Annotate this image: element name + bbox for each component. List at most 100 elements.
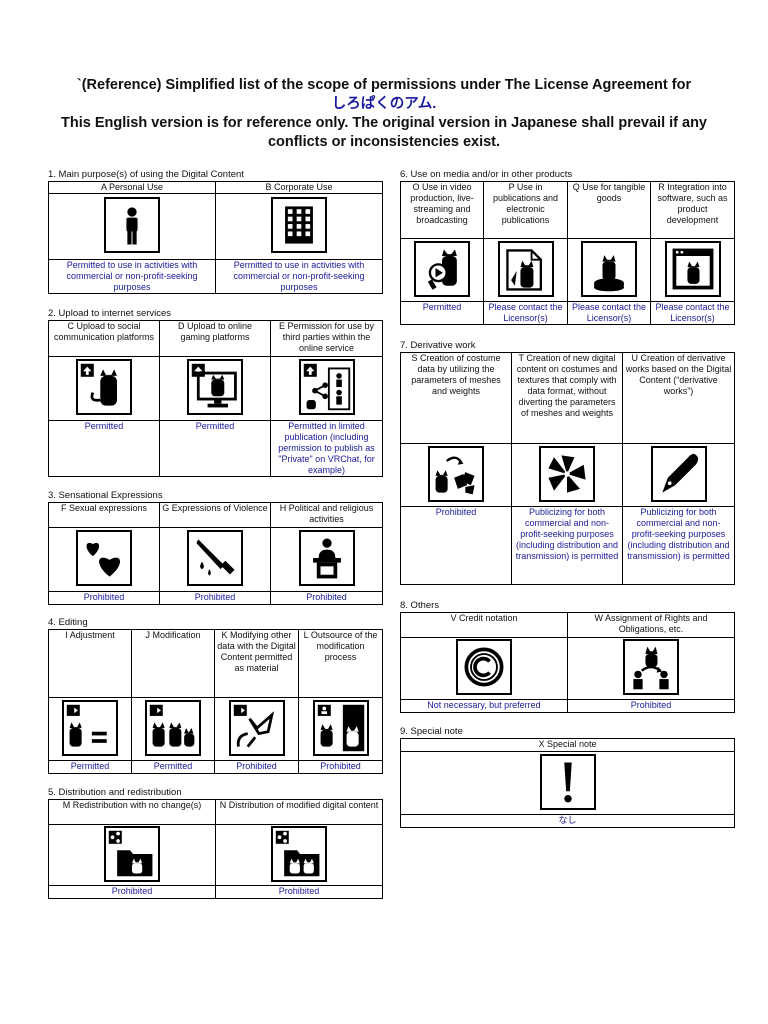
section-special-note: 9. Special note X Special note なし [400,726,735,828]
item-status: Prohibited [215,885,383,899]
item-status: Permitted to use in activities with comm… [215,259,383,294]
permission-table: C Upload to social communication platfor… [48,320,383,477]
modify-other-data-icon [228,699,285,756]
item-label: O Use in video production, live-streamin… [400,181,484,239]
exclamation-icon [539,753,596,810]
item-label: P Use in publications and electronic pub… [483,181,568,239]
item-label: K Modifying other data with the Digital … [214,629,299,698]
permission-table: F Sexual expressions G Expressions of Vi… [48,502,383,605]
texture-pinwheel-icon [539,445,595,502]
section-title: 8. Others [400,600,440,611]
section-media-use: 6. Use on media and/or in other products… [400,169,735,325]
section-derivative: 7. Derivative work S Creation of costume… [400,340,735,585]
item-status: Permitted [48,420,160,477]
item-label: R Integration into software, such as pro… [650,181,735,239]
section-title: 5. Distribution and redistribution [48,787,182,798]
product-name: しろぱくのアム. [331,96,437,112]
permission-table: I Adjustment J Modification K Modifying … [48,629,383,774]
section-title: 1. Main purpose(s) of using the Digital … [48,169,244,180]
publication-icon [497,240,554,297]
knife-icon [187,530,243,586]
podium-speaker-icon [298,530,355,586]
item-status: Permitted [400,301,484,325]
permission-table: S Creation of costume data by utilizing … [400,352,735,585]
figure-goods-icon [581,240,637,297]
distribute-modified-icon [271,825,327,882]
item-status: Permitted [159,420,271,477]
item-label: T Creation of new digital content on cos… [511,352,623,444]
item-status: Prohibited [400,506,512,585]
section-upload: 2. Upload to internet services C Upload … [48,308,383,477]
item-label: J Modification [131,629,215,698]
item-label: W Assignment of Rights and Obligations, … [567,612,735,638]
header-title-line: `(Reference) Simplified list of the scop… [76,77,692,93]
item-status: Prohibited [298,760,383,774]
item-status: Prohibited [567,699,735,713]
section-title: 3. Sensational Expressions [48,490,163,501]
office-building-icon [271,197,327,253]
software-window-icon [664,240,721,297]
modify-cats-icon [145,699,201,756]
video-play-icon [414,240,470,297]
item-status: Prohibited [159,591,271,605]
item-status: Prohibited [48,591,160,605]
item-status: Prohibited [270,591,383,605]
permission-table: V Credit notation W Assignment of Rights… [400,612,735,713]
item-label: C Upload to social communication platfor… [48,320,160,357]
item-status: Permitted [48,760,132,774]
copyright-icon [456,639,512,695]
item-label: U Creation of derivative works based on … [622,352,735,444]
permission-table: O Use in video production, live-streamin… [400,181,735,325]
item-label: G Expressions of Violence [159,502,271,528]
section-editing: 4. Editing I Adjustment J Modification K… [48,617,383,774]
item-status: Please contact the Licensor(s) [483,301,568,325]
item-label: L Outsource of the modification process [298,629,383,698]
permission-table: M Redistribution with no change(s) N Dis… [48,799,383,899]
section-title: 4. Editing [48,617,88,628]
adjust-equal-icon [62,699,118,756]
section-title: 7. Derivative work [400,340,476,351]
item-status: Publicizing for both commercial and non-… [511,506,623,585]
assignment-transfer-icon [623,639,679,695]
item-label: Q Use for tangible goods [567,181,651,239]
item-label: V Credit notation [400,612,568,638]
section-main-purpose: 1. Main purpose(s) of using the Digital … [48,169,383,294]
item-label: A Personal Use [48,181,216,194]
item-status: Prohibited [214,760,299,774]
upload-game-icon [187,359,243,415]
section-title: 6. Use on media and/or in other products [400,169,573,180]
upload-social-icon [76,359,132,415]
item-status: Permitted in limited publication (includ… [270,420,383,477]
section-distribution: 5. Distribution and redistribution M Red… [48,787,383,899]
item-label: N Distribution of modified digital conte… [215,799,383,825]
redistribute-folder-icon [104,825,160,882]
item-status: Publicizing for both commercial and non-… [622,506,735,585]
person-icon [104,197,160,253]
item-label: B Corporate Use [215,181,383,194]
item-label: H Political and religious activities [270,502,383,528]
item-label: M Redistribution with no change(s) [48,799,216,825]
pen-nib-icon [650,445,707,502]
permission-table: A Personal Use B Corporate Use Permitted… [48,181,383,294]
section-sensational: 3. Sensational Expressions F Sexual expr… [48,490,383,605]
permission-table: X Special note なし [400,738,735,828]
header-disclaimer: This English version is for reference on… [61,115,707,150]
item-status: なし [400,814,735,828]
third-party-share-icon [298,359,355,415]
item-label: E Permission for use by third parties wi… [270,320,383,357]
item-status: Please contact the Licensor(s) [650,301,735,325]
section-title: 2. Upload to internet services [48,308,172,319]
item-status: Permitted [131,760,215,774]
section-others: 8. Others V Credit notation W Assignment… [400,600,735,713]
costume-data-icon [428,445,484,502]
item-label: I Adjustment [48,629,132,698]
item-status: Please contact the Licensor(s) [567,301,651,325]
hearts-icon [76,530,132,586]
item-status: Not necessary, but preferred [400,699,568,713]
section-title: 9. Special note [400,726,463,737]
outsource-icon [312,699,369,756]
item-label: F Sexual expressions [48,502,160,528]
item-label: X Special note [400,738,735,752]
item-label: D Upload to online gaming platforms [159,320,271,357]
item-label: S Creation of costume data by utilizing … [400,352,512,444]
